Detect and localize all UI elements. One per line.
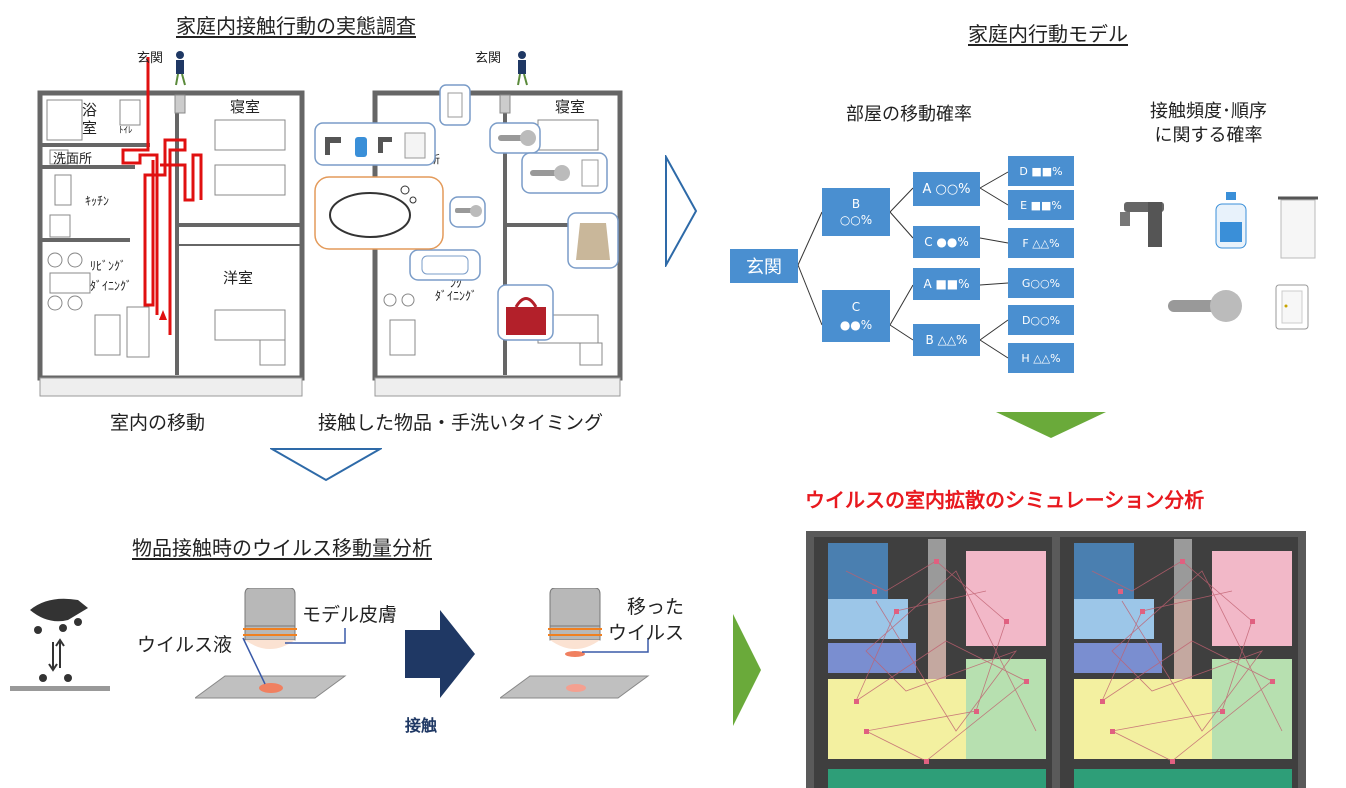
- virus-liquid-label: ウイルス液: [137, 634, 233, 656]
- green-right-arrow: [733, 614, 761, 726]
- faucet-icon: [378, 137, 392, 153]
- switch-icon: [581, 159, 599, 187]
- plan-entrance-label: 玄関: [137, 51, 163, 66]
- floor-plan-contacts: 玄関 寝室 ﾄｲﾚ 面所 ﾝｸﾞ ﾀﾞｲﾆﾝｸﾞ: [314, 51, 623, 397]
- tree-node-3f: F △△%: [1008, 228, 1074, 258]
- tree-node-3h: H △△%: [1008, 343, 1074, 373]
- down-outline-arrow: [270, 448, 382, 482]
- transferred-virus-label: 移った ウイルス: [608, 596, 685, 644]
- faucet-icon: [325, 137, 341, 155]
- soap-bottle-icon: [355, 137, 367, 157]
- soap-bottle-icon: [1215, 192, 1247, 249]
- tree-node-2a2: A ■■%: [913, 268, 980, 300]
- movement-caption: 室内の移動: [110, 412, 206, 434]
- move-prob-label: 部屋の移動確率: [846, 104, 972, 125]
- svg-text:ｷｯﾁﾝ: ｷｯﾁﾝ: [85, 194, 109, 208]
- tree-node-b: B ○○%: [822, 188, 890, 236]
- svg-text:室: 室: [82, 119, 97, 137]
- tree-root: 玄関: [730, 249, 798, 283]
- door-handle-icon: [498, 130, 536, 146]
- tree-node-3g: G○○%: [1008, 268, 1074, 298]
- analysis-title: 物品接触時のウイルス移動量分析: [132, 536, 432, 560]
- contact-items: [1120, 192, 1318, 330]
- switch-icon: [1275, 284, 1309, 330]
- handwash-icon: [329, 185, 417, 238]
- svg-text:洗面所: 洗面所: [53, 152, 92, 167]
- mask-icon: [421, 255, 469, 275]
- door-handle-icon: [530, 165, 570, 181]
- switch-icon: [447, 92, 463, 118]
- svg-text:ﾄｲﾚ: ﾄｲﾚ: [119, 126, 133, 136]
- model-skin-label: モデル皮膚: [302, 604, 398, 626]
- svg-text:浴: 浴: [82, 101, 97, 119]
- contact-prob-label: 接触頻度･順序 に関する確率: [1150, 101, 1267, 146]
- simulation-view: [806, 531, 1306, 788]
- tree-node-3e: E ■■%: [1008, 190, 1074, 220]
- contact-particles-icon: [10, 598, 110, 691]
- svg-text:ﾀﾞｲﾆﾝｸﾞ: ﾀﾞｲﾆﾝｸﾞ: [90, 279, 132, 293]
- tree-connectors: [797, 171, 1009, 359]
- apparatus-before: [195, 588, 347, 699]
- tree-node-3d2: D○○%: [1008, 305, 1074, 335]
- svg-text:洋室: 洋室: [223, 269, 253, 287]
- svg-text:寝室: 寝室: [555, 98, 585, 116]
- apparatus-after: [500, 588, 650, 699]
- towel-icon: [1278, 196, 1318, 259]
- svg-text:玄関: 玄関: [475, 51, 501, 66]
- tree-node-2b: B △△%: [913, 324, 980, 356]
- svg-text:ﾀﾞｲﾆﾝｸﾞ: ﾀﾞｲﾆﾝｸﾞ: [435, 289, 477, 303]
- door-handle-icon: [1168, 290, 1242, 322]
- sim-panel-right: [1074, 539, 1292, 788]
- right-outline-arrow: [665, 155, 698, 267]
- coat-icon: [576, 223, 610, 260]
- person-icon: [175, 51, 186, 86]
- tree-node-2a: A ○○%: [913, 172, 980, 206]
- contact-label: 接触: [405, 716, 438, 735]
- tree-node-3d: D ■■%: [1008, 156, 1074, 186]
- svg-text:ﾘﾋﾞﾝｸﾞ: ﾘﾋﾞﾝｸﾞ: [90, 259, 126, 273]
- tree-node-c: C ●●%: [822, 290, 890, 342]
- contact-arrow: [405, 610, 475, 698]
- door-handle-icon: [455, 205, 482, 217]
- floor-plan-movement: 玄関 浴 室 ﾄｲﾚ 洗面所 寝室 ｷｯﾁﾝ ﾘﾋﾞﾝｸﾞ ﾀﾞｲﾆﾝｸﾞ 洋室: [37, 51, 305, 397]
- faucet-icon: [1120, 202, 1164, 247]
- simulation-title: ウイルスの室内拡散のシミュレーション分析: [805, 488, 1205, 512]
- contact-caption: 接触した物品・手洗いタイミング: [318, 412, 604, 434]
- person-icon: [517, 51, 528, 86]
- green-down-arrow: [996, 412, 1106, 438]
- sim-panel-left: [828, 539, 1046, 788]
- bag-icon: [506, 297, 546, 335]
- model-title: 家庭内行動モデル: [968, 22, 1128, 46]
- svg-text:寝室: 寝室: [230, 98, 260, 116]
- tree-node-2c: C ●●%: [913, 226, 980, 258]
- survey-title: 家庭内接触行動の実態調査: [176, 14, 416, 38]
- towel-icon: [404, 132, 426, 159]
